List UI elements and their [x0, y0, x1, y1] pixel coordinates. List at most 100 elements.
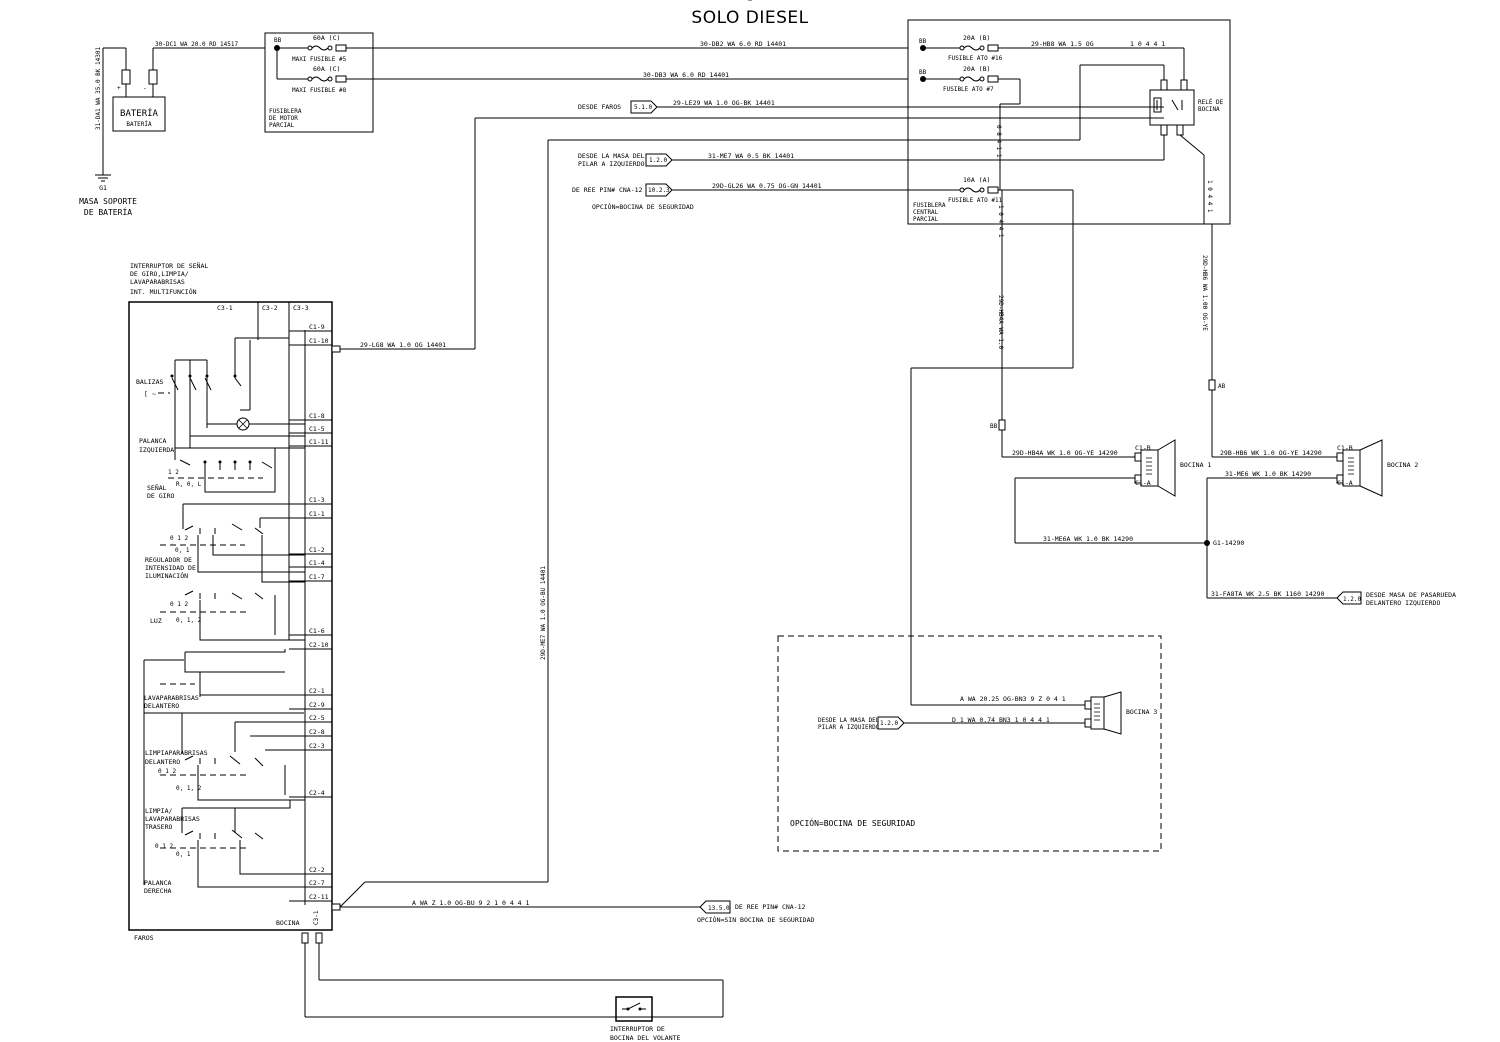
horn1-c1b: C1-B — [1135, 444, 1151, 452]
wire-b3b: D 1 WA 0.74 BN3 1 0 4 4 1 — [952, 716, 1050, 724]
wire-db3: 30-DB3 WA 6.0 RD 14401 — [643, 71, 729, 79]
desde-faros-label: DESDE FAROS — [578, 103, 621, 111]
switch-title-3: LAVAPARABRISAS — [130, 278, 185, 286]
bocina-label: BOCINA — [276, 919, 300, 927]
lavaparabrisas-label-1: LAVAPARABRISAS — [144, 694, 199, 702]
option-box-label: OPCIÓN=BOCINA DE SEGURIDAD — [790, 817, 915, 828]
pin-label-c2-10: C2-10 — [309, 641, 329, 649]
regulador-label-3: ILUMINACIÓN — [145, 571, 188, 580]
pin-label-c1-7: C1-7 — [309, 573, 325, 581]
pin-c3-3: C3-3 — [293, 304, 309, 312]
wire-db2: 30-DB2 WA 6.0 RD 14401 — [700, 40, 786, 48]
relay-label-1: RELÉ DE — [1198, 98, 1224, 106]
battery-ground-wire: 31-DA1 WA 35.0 BK 14301 — [95, 47, 102, 130]
limpiaparabrisas-label-1: LIMPIAPARABRISAS — [145, 749, 208, 757]
wire-me7: 31-ME7 WA 0.5 BK 14401 — [708, 152, 794, 160]
masa-pilar-b3-label-1: DESDE LA MASA DEL — [818, 717, 880, 724]
wire-le29: 29-LE29 WA 1.0 OG-BK 14401 — [673, 99, 775, 107]
ree-bottom-ref: 13.5.0 — [708, 905, 730, 912]
svg-text:-: - — [143, 85, 147, 92]
pin-c3-2: C3-2 — [262, 304, 278, 312]
pin-label-c2-9: C2-9 — [309, 701, 325, 709]
limpia-trasero-label-1: LIMPIA/ — [145, 807, 172, 815]
battery-label: BATERÍA — [120, 107, 159, 119]
engine-bb: BB — [274, 37, 282, 44]
central-fusebox-label-1: FUSIBLERA — [913, 202, 946, 209]
pin-label-c2-11: C2-11 — [309, 893, 329, 901]
pin-label-c1-4: C1-4 — [309, 559, 325, 567]
senal-giro-label-2: DE GIRO — [147, 492, 174, 500]
wire-lg8: 29-LG8 WA 1.0 OG 14401 — [360, 341, 446, 349]
palanca-der-label-2: DERECHA — [144, 887, 171, 895]
fuse-16-rating: 20A (B) — [963, 34, 990, 42]
fuse-7-rating: 20A (B) — [963, 65, 990, 73]
svg-text:0, 1, 2: 0, 1, 2 — [176, 785, 202, 792]
ground-label-2: DE BATERÍA — [84, 206, 132, 217]
palanca-izq-label-1: PALANCA — [139, 437, 166, 445]
fuse-16-name: FUSIBLE ATO #16 — [948, 55, 1003, 62]
wire-me6: 31-ME6 WK 1.0 BK 14290 — [1225, 470, 1311, 478]
pin-label-c2-3: C2-3 — [309, 742, 325, 750]
bocina-pin: C3-1 — [313, 910, 320, 925]
masa-pilar-b3-ref: 1.2.0 — [880, 720, 898, 727]
limpia-trasero-label-3: TRASERO — [145, 823, 172, 831]
switch-pins: C1-9C1-10C1-8C1-5C1-11C1-3C1-1C1-2C1-4C1… — [289, 323, 332, 902]
central-fusebox-label-2: CENTRAL — [913, 209, 939, 216]
svg-text:0, 1: 0, 1 — [176, 851, 191, 858]
limpiaparabrisas-label-2: DELANTERO — [145, 758, 180, 766]
svg-text:R, 0, L: R, 0, L — [176, 481, 202, 488]
battery-feed-wire: 30-DC1 WA 20.0 RD 14517 — [155, 41, 238, 48]
horn2-c1b: C1-B — [1337, 444, 1353, 452]
balizas-label: BALIZAS — [136, 378, 163, 386]
horn2-c1a: C1-A — [1337, 479, 1353, 487]
masa-pilar-ref: 1.2.0 — [649, 157, 667, 164]
palanca-der-label-1: PALANCA — [144, 879, 171, 887]
masa-pilar-connector: DESDE LA MASA DEL PILAR A IZQUIERDO 1.2.… — [578, 152, 1164, 168]
senal-giro-label-1: SEÑAL — [147, 483, 167, 492]
fuse-5-rating: 60A (C) — [313, 34, 340, 42]
pasarueda-label-1: DESDE MASA DE PASARUEDA — [1366, 591, 1456, 599]
page-title: SOLO DIESEL — [691, 8, 808, 28]
palanca-izq-label-2: IZQUIERDA — [139, 446, 174, 454]
svg-text:1 2: 1 2 — [168, 469, 179, 476]
masa-pilar-label-2: PILAR A IZQUIERDO — [578, 160, 645, 168]
horn-1: C1-B C1-A BOCINA 1 — [1134, 439, 1211, 497]
central-fusebox: BB BB 20A (B) FUSIBLE ATO #16 20A (B) FU… — [907, 19, 1231, 225]
pin-label-c2-8: C2-8 — [309, 728, 325, 736]
svg-text:0, 1, 2: 0, 1, 2 — [176, 617, 202, 624]
pin-label-c2-1: C2-1 — [309, 687, 325, 695]
opcion-sin-bocina: OPCIÓN=SIN BOCINA DE SEGURIDAD — [697, 915, 814, 924]
svg-text:0, 1: 0, 1 — [175, 547, 190, 554]
wire-me6a: 31-ME6A WK 1.0 BK 14290 — [1043, 535, 1133, 543]
ground-node: G1-14290 — [1213, 539, 1244, 547]
svg-text:BB: BB — [919, 38, 927, 45]
pin-label-c1-2: C1-2 — [309, 546, 325, 554]
wire-b3a: A WA 20.25 OG-BN3 9 Z 0 4 1 — [960, 695, 1066, 703]
ground-ref: G1 — [99, 184, 107, 192]
pin-label-c2-7: C2-7 — [309, 879, 325, 887]
wire-bottom: A WA Z 1.0 OG-BU 9 2 1 0 4 4 1 — [412, 899, 529, 907]
fuse-11-rating: 10A (A) — [963, 176, 990, 184]
desde-faros-connector: DESDE FAROS 5.1.0 29-LE29 WA 1.0 OG-BK 1… — [578, 99, 1164, 114]
pin-label-c1-8: C1-8 — [309, 412, 325, 420]
pin-label-c1-6: C1-6 — [309, 627, 325, 635]
horn2-ab: AB — [1218, 383, 1226, 390]
wire-fa8: 31-FA8TA WK 2.5 BK 1160 14290 — [1211, 590, 1325, 598]
pin-label-c1-1: C1-1 — [309, 510, 325, 518]
engine-fusebox-label-1: FUSIBLERA — [269, 108, 302, 115]
battery: BATERÍA BATERÍA + - — [102, 47, 265, 175]
ree-connector: DE REE PIN# CNA-12 10.2.3 29D-GL26 WA 0.… — [572, 182, 960, 211]
masa-pilar-label-1: DESDE LA MASA DEL — [578, 152, 645, 160]
pasarueda-ref: 1.2.0 — [1343, 596, 1361, 603]
pin-label-c1-3: C1-3 — [309, 496, 325, 504]
masa-pilar-b3-label-2: PILAR A IZQUIERDO — [818, 724, 880, 731]
horn-2: C1-B C1-A BOCINA 2 — [1336, 439, 1418, 497]
faros-label: FAROS — [134, 934, 154, 942]
battery-ground: G1 MASA SOPORTE DE BATERÍA 31-DA1 WA 35.… — [79, 41, 238, 217]
switch-title-2: DE GIRO,LIMPIA/ — [130, 270, 189, 278]
horn1-bb: BB — [990, 423, 998, 430]
ground-label-1: MASA SOPORTE — [79, 197, 137, 206]
horn1-c1a: C1-A — [1135, 479, 1151, 487]
fuse-5-name: MAXI FUSIBLE #5 — [292, 56, 347, 63]
